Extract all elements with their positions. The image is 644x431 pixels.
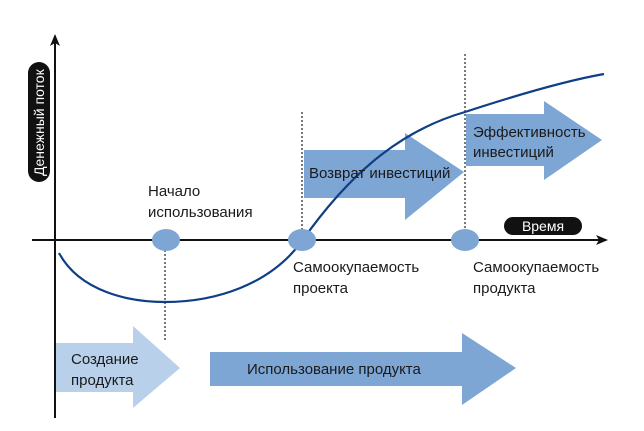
milestone-start-use-label-1: Начало xyxy=(148,183,200,200)
milestone-project-payback-label-1: Самоокупаемость xyxy=(293,259,419,276)
milestone-product-payback-label-2: продукта xyxy=(473,280,536,297)
milestone-project-payback-label-2: проекта xyxy=(293,280,349,297)
milestone-product-payback-label-1: Самоокупаемость xyxy=(473,259,599,276)
milestone-product-payback-marker xyxy=(451,229,479,251)
return-investment-label: Возврат инвестиций xyxy=(309,165,450,182)
product-creation-arrow xyxy=(55,326,180,408)
product-usage-label: Использование продукта xyxy=(247,361,422,378)
product-usage-arrow xyxy=(210,333,516,405)
investment-efficiency-label-2: инвестиций xyxy=(473,144,554,161)
milestone-start-use-label-2: использования xyxy=(148,204,253,221)
product-creation-label-2: продукта xyxy=(71,372,134,389)
return-investment-arrow xyxy=(304,133,464,220)
investment-efficiency-label-1: Эффективность xyxy=(473,124,586,141)
milestone-start-use-marker xyxy=(152,229,180,251)
investment-efficiency-arrow xyxy=(466,101,602,180)
y-axis-label: Денежный поток xyxy=(31,68,47,176)
milestone-project-payback-marker xyxy=(288,229,316,251)
x-axis-label: Время xyxy=(522,218,564,234)
x-axis-label-pill: Время xyxy=(504,217,582,235)
y-axis-label-pill: Денежный поток xyxy=(28,62,50,182)
product-creation-label-1: Создание xyxy=(71,351,139,368)
